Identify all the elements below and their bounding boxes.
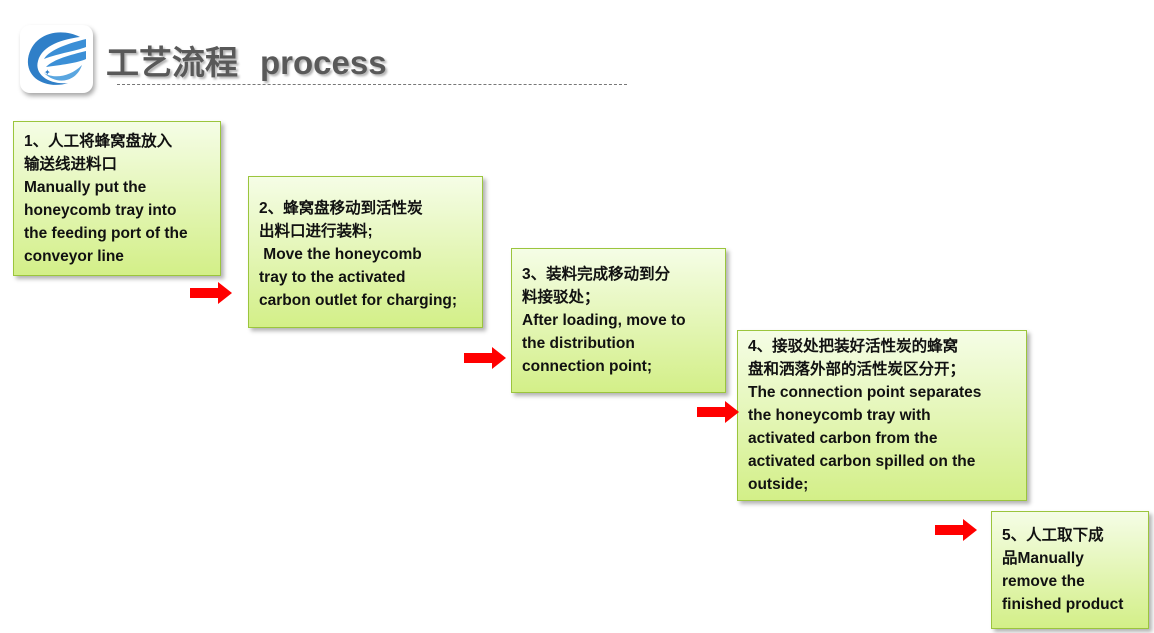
step-text: 1、人工将蜂窝盘放入: [24, 133, 173, 150]
step-text: 料接驳处；: [522, 289, 600, 306]
title-en: process: [260, 44, 387, 81]
step-text: 输送线进料口: [24, 156, 118, 173]
step-text: 品Manually: [1002, 550, 1084, 567]
arrow-right-icon: [464, 347, 506, 369]
step-text: the honeycomb tray with: [748, 407, 931, 424]
step-text: After loading, move to: [522, 312, 686, 329]
step-text: honeycomb tray into: [24, 202, 177, 219]
title-cn: 工艺流程: [106, 44, 238, 81]
step-1-box: 1、人工将蜂窝盘放入输送线进料口 Manually put the honeycom…: [13, 121, 221, 276]
step-text: conveyor line: [24, 248, 124, 265]
title-divider: [117, 84, 627, 85]
arrow-right-icon: [190, 282, 232, 304]
arrow-right-icon: [935, 519, 977, 541]
step-text: remove the: [1002, 573, 1085, 590]
step-text: 出料口进行装料;: [259, 223, 373, 240]
step-text: the distribution: [522, 335, 635, 352]
page-title: 工艺流程 process: [106, 36, 387, 84]
step-text: 4、接驳处把装好活性炭的蜂窝: [748, 338, 959, 355]
step-text: the feeding port of the: [24, 225, 188, 242]
step-text: 2、蜂窝盘移动到活性炭: [259, 200, 423, 217]
step-text: Move the honeycomb: [259, 246, 422, 263]
step-5-box: 5、人工取下成品Manually remove the finished produ…: [991, 511, 1149, 629]
step-2-box: 2、蜂窝盘移动到活性炭出料口进行装料; Move the honeycomb tr…: [248, 176, 483, 328]
logo-icon: ✦: [27, 32, 86, 85]
arrow-right-icon: [697, 401, 739, 423]
step-text: activated carbon from the: [748, 430, 938, 447]
step-text: finished product: [1002, 596, 1124, 613]
step-text: connection point;: [522, 358, 653, 375]
svg-text:✦: ✦: [44, 68, 51, 77]
company-logo: ✦: [20, 25, 93, 93]
step-text: 3、装料完成移动到分: [522, 266, 671, 283]
step-4-box: 4、接驳处把装好活性炭的蜂窝盘和洒落外部的活性炭区分开； The connecti…: [737, 330, 1027, 501]
step-text: outside;: [748, 476, 809, 493]
step-text: 5、人工取下成: [1002, 527, 1104, 544]
step-text: carbon outlet for charging;: [259, 292, 458, 309]
step-text: tray to the activated: [259, 269, 406, 286]
step-text: 盘和洒落外部的活性炭区分开；: [748, 361, 966, 378]
step-3-box: 3、装料完成移动到分料接驳处； After loading, move to the…: [511, 248, 726, 393]
step-text: activated carbon spilled on the: [748, 453, 976, 470]
step-text: The connection point separates: [748, 384, 982, 401]
step-text: Manually put the: [24, 179, 147, 196]
